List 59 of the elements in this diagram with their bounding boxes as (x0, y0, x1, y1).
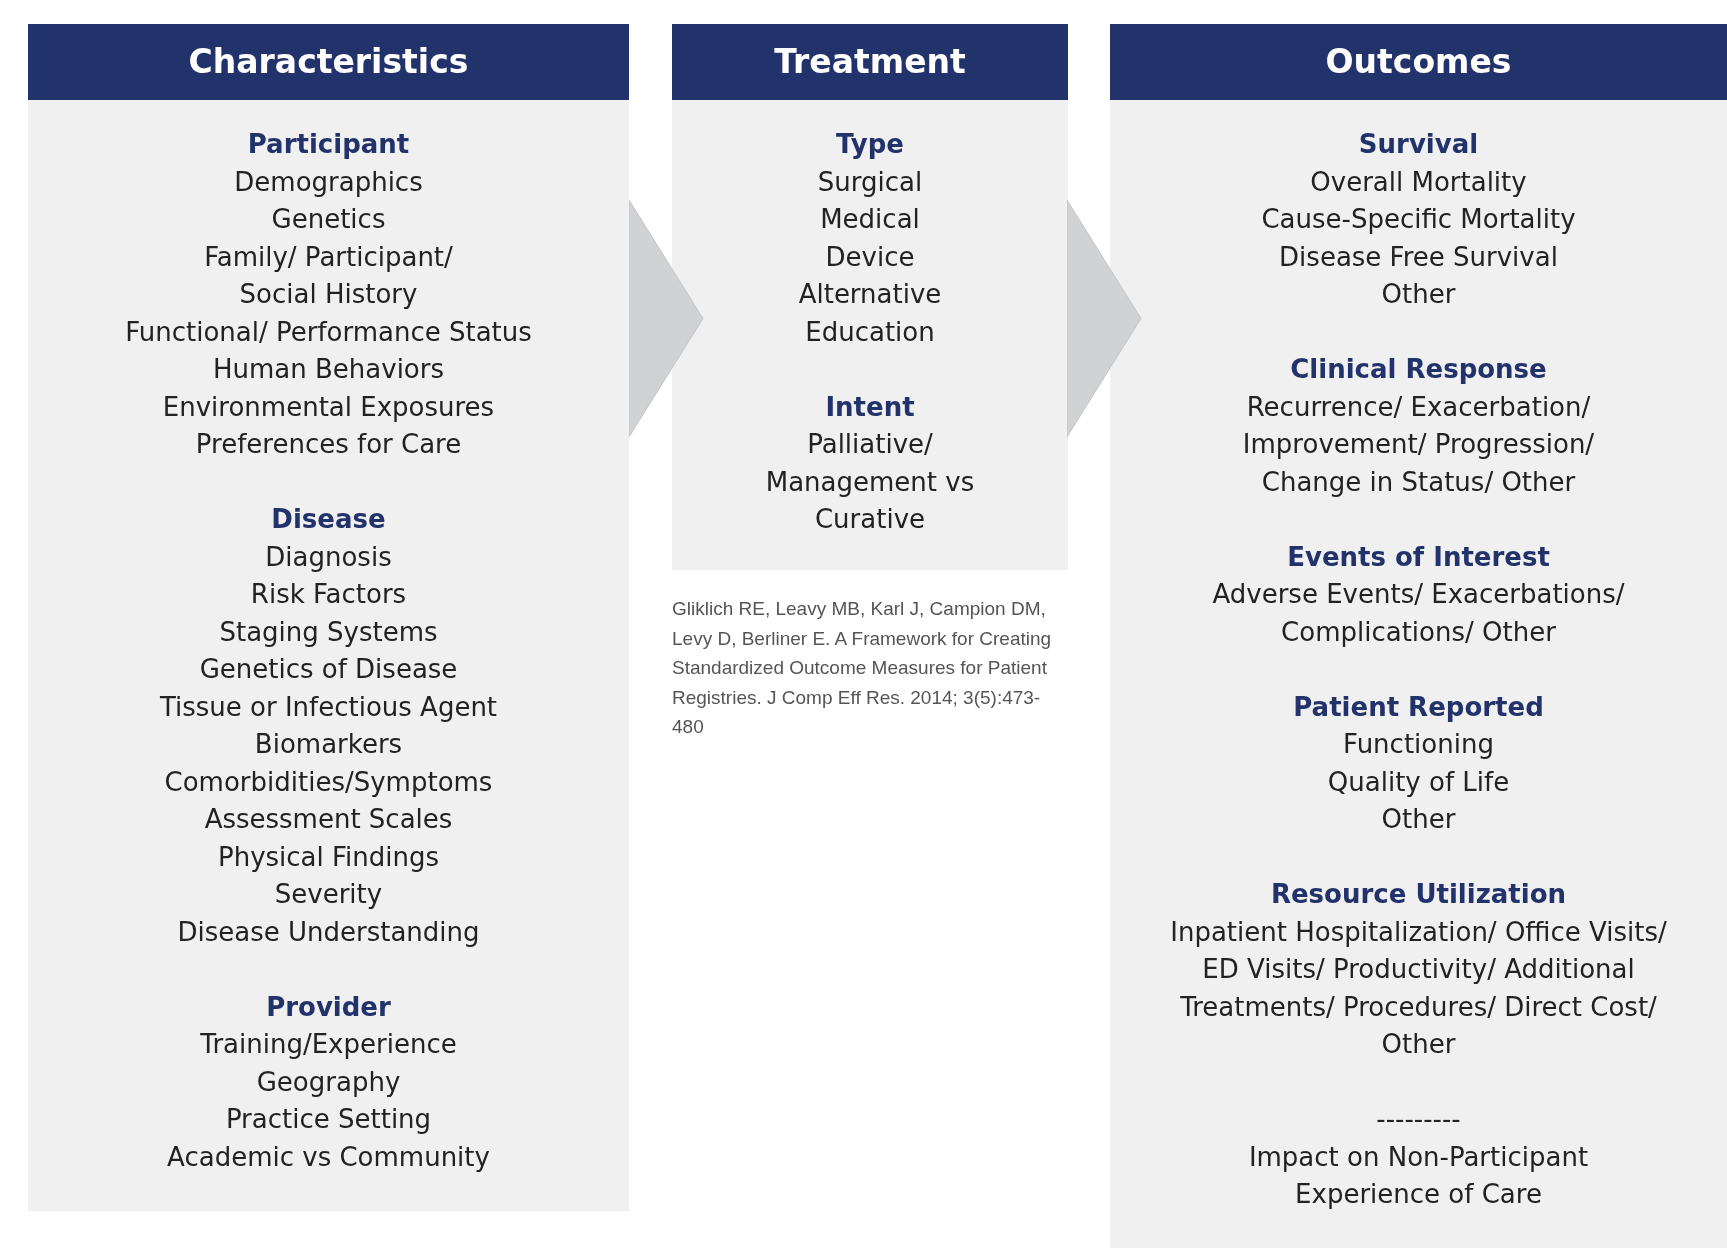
list-item: Tissue or Infectious Agent (159, 690, 498, 724)
chevron-arrow (1066, 199, 1142, 438)
list-item: Palliative/ Management vs Curative (764, 428, 976, 536)
section-heading: Intent (825, 390, 915, 424)
list-item: Disease Free Survival (1279, 240, 1558, 274)
list-item: Genetics of Disease (199, 653, 458, 686)
list-item: Functioning (1343, 728, 1494, 761)
column-panel (672, 24, 1068, 570)
column-header: Characteristics (28, 24, 629, 100)
list-item: Practice Setting (225, 1103, 432, 1136)
list-item: Physical Findings (217, 840, 440, 874)
list-item: Staging Systems (219, 615, 438, 649)
chevron-arrow (628, 199, 704, 438)
section-heading: Type (836, 128, 904, 161)
list-item: Biomarkers (254, 728, 403, 761)
section-heading: Clinical Response (1290, 353, 1547, 386)
list-item: Device (825, 240, 915, 274)
list-item: Demographics (234, 165, 423, 199)
list-item: Diagnosis (265, 540, 392, 574)
list-item: Adverse Events/ Exacerbations/ Complications/ Other (1211, 578, 1626, 649)
list-item: Overall Mortality (1310, 165, 1527, 199)
section-heading: Survival (1358, 128, 1479, 161)
section-heading: Provider (266, 990, 391, 1024)
column-panel (1110, 24, 1727, 1248)
list-item: Functional/ Performance Status (125, 315, 532, 349)
list-item: Medical (820, 203, 920, 236)
list-item: Recurrence/ Exacerbation/ Improvement/ Progression/ Change in Status/ Other (1241, 390, 1596, 499)
list-item: Other (1381, 278, 1456, 311)
list-item: Comorbidities/Symptoms (164, 765, 493, 799)
list-item: Human Behaviors (213, 353, 444, 386)
list-item: Assessment Scales (204, 803, 453, 836)
list-item: Preferences for Care (195, 428, 462, 461)
separator-text: --------- (1376, 1103, 1461, 1136)
column-panel (28, 24, 629, 1211)
list-item: Genetics (271, 203, 386, 236)
list-item: Environmental Exposures (162, 390, 495, 424)
section-heading: Resource Utilization (1270, 878, 1567, 911)
list-item: Disease Understanding (177, 915, 480, 949)
list-item: Surgical (817, 165, 923, 199)
list-item: Alternative (798, 278, 942, 311)
list-item: Other (1381, 803, 1456, 836)
list-item: Training/Experience (200, 1028, 457, 1061)
list-item: Academic vs Community (167, 1140, 490, 1174)
list-item: Education (805, 315, 935, 349)
section-heading: Disease (271, 503, 386, 536)
citation-text: Gliklich RE, Leavy MB, Karl J, Campion DM, Levy D, Berliner E. A Framework for Creating Standardized Outcome Measures for Patient Registries. J Comp Eff Res. 2014; 3(5):473-480 (672, 597, 1053, 739)
section-heading: Patient Reported (1293, 690, 1544, 724)
list-item: Inpatient Hospitalization/ Office Visits/ ED Visits/ Productivity/ Additional Treatments/ Procedures/ Direct Cost/ Other (1169, 915, 1668, 1061)
list-item: Impact on Non-Participant Experience of Care (1247, 1140, 1590, 1211)
list-item: Geography (256, 1065, 401, 1099)
list-item: Quality of Life (1327, 765, 1510, 799)
section-heading: Participant (247, 128, 410, 161)
section-heading: Events of Interest (1287, 540, 1550, 574)
list-item: Cause-Specific Mortality (1261, 203, 1576, 236)
list-item: Severity (274, 878, 383, 911)
column-header: Treatment (672, 24, 1068, 100)
column-header: Outcomes (1110, 24, 1727, 100)
list-item: Family/ Participant/ Social History (203, 240, 454, 311)
list-item: Risk Factors (250, 578, 407, 611)
